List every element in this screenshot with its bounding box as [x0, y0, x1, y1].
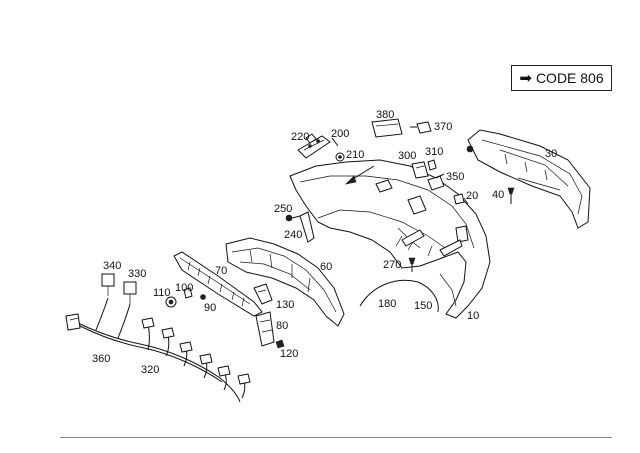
label-380: 380	[376, 109, 394, 121]
label-340: 340	[103, 260, 121, 272]
code-806-box: ➡ CODE 806	[511, 65, 612, 91]
label-200: 200	[331, 128, 349, 140]
part-300-holder	[411, 161, 429, 179]
part-200-clip	[331, 137, 339, 147]
part-350-bracket	[427, 173, 445, 191]
label-130: 130	[276, 299, 294, 311]
label-220: 220	[291, 131, 309, 143]
label-240: 240	[284, 229, 302, 241]
part-250-screw	[285, 214, 301, 222]
label-310: 310	[425, 146, 443, 158]
part-labels: 10 20 30 40 60 70 80 90 100 110 120 130 …	[92, 109, 557, 376]
label-270: 270	[383, 259, 401, 271]
part-80-holder	[255, 311, 275, 347]
label-70: 70	[215, 265, 227, 277]
label-100: 100	[175, 282, 193, 294]
part-320-wiring-harness	[75, 297, 251, 403]
part-210-nut	[335, 152, 345, 162]
label-30: 30	[545, 148, 557, 160]
label-80: 80	[276, 320, 288, 332]
label-350: 350	[446, 171, 464, 183]
label-250: 250	[274, 203, 292, 215]
label-120: 120	[280, 348, 298, 360]
label-150: 150	[414, 300, 432, 312]
part-30-diffuser	[466, 129, 591, 229]
part-220-bracket	[297, 133, 331, 159]
part-60-absorber	[225, 237, 345, 327]
part-360-harness-plug	[65, 313, 81, 331]
part-270-screw	[408, 257, 416, 272]
leader-arrow	[345, 165, 375, 185]
bottom-divider	[60, 437, 612, 438]
part-240-bracket	[299, 211, 315, 243]
part-340-connector	[101, 273, 115, 296]
label-20: 20	[466, 190, 478, 202]
label-180: 180	[378, 298, 396, 310]
label-330: 330	[128, 268, 146, 280]
label-10: 10	[467, 310, 479, 322]
label-210: 210	[346, 149, 364, 161]
part-330-connector	[123, 281, 137, 304]
label-110: 110	[153, 287, 171, 299]
label-60: 60	[320, 261, 332, 273]
part-370-clip	[410, 121, 432, 134]
part-40-screw	[507, 187, 515, 204]
label-360: 360	[92, 353, 110, 365]
part-130-bracket	[253, 283, 273, 305]
part-310-clip	[427, 159, 437, 171]
label-90: 90	[204, 302, 216, 314]
part-380-plate	[371, 118, 403, 138]
label-320: 320	[141, 364, 159, 376]
part-100-clip	[183, 287, 193, 299]
part-90-screw	[200, 294, 206, 300]
part-20-clip	[453, 193, 469, 205]
label-300: 300	[398, 150, 416, 162]
part-110-sensor	[165, 296, 177, 308]
right-arrow-icon: ➡	[519, 69, 532, 87]
part-120-clip	[275, 339, 285, 349]
part-150-arch-trim	[417, 281, 439, 313]
label-370: 370	[434, 121, 452, 133]
part-70-retainer	[173, 251, 263, 317]
part-180-arch-trim	[359, 279, 419, 307]
label-40: 40	[492, 189, 504, 201]
code-label: CODE 806	[535, 70, 604, 86]
